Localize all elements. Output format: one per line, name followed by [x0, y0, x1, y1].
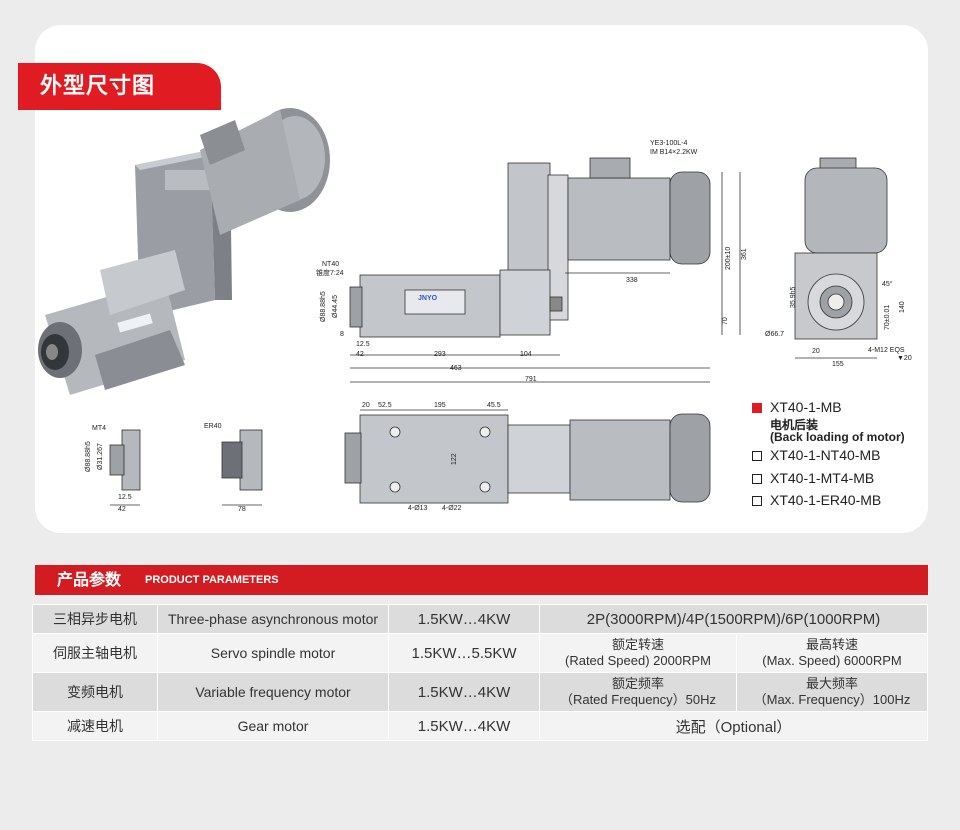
angle-45-label: 45° [882, 280, 893, 288]
mt4-dim-12-5: 12.5 [118, 494, 132, 501]
er40-label: ER40 [204, 423, 222, 430]
motor-type-en: Servo spindle motor [157, 633, 389, 673]
option-note-en: (Back loading of motor) [770, 430, 905, 444]
dim-35-9: 35.9h5 [790, 286, 797, 308]
max-speed-en: (Max. Speed) 6000RPM [762, 653, 902, 668]
mt4-label: MT4 [92, 425, 106, 432]
power-range: 1.5KW…5.5KW [388, 633, 540, 673]
rated-frequency-en: （Rated Frequency）50Hz [559, 692, 717, 707]
mt4-dia-31: Ø31.267 [97, 443, 104, 470]
dim-52-5: 52.5 [378, 402, 392, 409]
dim-20-top: 20 [362, 402, 370, 409]
brand-label: JNYO [418, 295, 438, 302]
checkbox-icon[interactable] [752, 403, 762, 413]
table-row: 减速电机 Gear motor 1.5KW…4KW 选配（Optional） [32, 711, 928, 741]
rated-frequency-cn: 额定频率 [611, 676, 664, 691]
option-xt40-mt4-mb[interactable]: XT40-1-MT4-MB [752, 470, 874, 486]
motor-type-en: Gear motor [157, 711, 389, 741]
motor-type-en: Variable frequency motor [157, 672, 389, 712]
side-view-drawing [349, 157, 741, 383]
dim-12-5: 12.5 [356, 341, 370, 348]
checkbox-icon[interactable] [752, 496, 762, 506]
dim-70: 70 [722, 317, 729, 325]
max-speed-cell: 最高转速 (Max. Speed) 6000RPM [736, 633, 928, 673]
section-title-parameters-cn: 产品参数 [57, 570, 122, 589]
holes-13-label: 4-Ø13 [408, 505, 428, 512]
checkbox-icon[interactable] [752, 451, 762, 461]
dim-104: 104 [520, 351, 532, 358]
dim-463: 463 [450, 365, 462, 372]
top-view-drawing [344, 409, 711, 504]
dim-45-5: 45.5 [487, 402, 501, 409]
option-note-cn: 电机后装 [770, 418, 819, 432]
section-title-dimensions: 外型尺寸图 [18, 63, 221, 110]
max-frequency-en: （Max. Frequency）100Hz [753, 692, 911, 707]
dim-791: 791 [525, 376, 537, 383]
dim-8: 8 [340, 331, 344, 338]
dim-195: 195 [434, 402, 446, 409]
motor-type-en: Three-phase asynchronous motor [157, 604, 389, 634]
section-title-parameters-en: PRODUCT PARAMETERS [145, 574, 279, 586]
dim-122: 122 [451, 453, 458, 465]
dim-293: 293 [434, 351, 446, 358]
section-bar-parameters: 产品参数 PRODUCT PARAMETERS [35, 565, 928, 595]
power-range: 1.5KW…4KW [388, 672, 540, 712]
option-xt40-er40-mb[interactable]: XT40-1-ER40-MB [752, 492, 881, 508]
rated-speed-cn: 额定转速 [611, 637, 664, 652]
taper-label: 锥度7:24 [316, 268, 344, 277]
table-row: 三相异步电机 Three-phase asynchronous motor 1.… [32, 604, 928, 634]
mt4-view-drawing [109, 429, 141, 506]
motor-spec-label: IM B14×2.2KW [650, 149, 698, 156]
nt40-label: NT40 [322, 261, 339, 268]
dim-361: 361 [741, 248, 748, 260]
table-row: 伺服主轴电机 Servo spindle motor 1.5KW…5.5KW 额… [32, 633, 928, 673]
dia-66-label: Ø66.7 [765, 331, 784, 338]
power-range: 1.5KW…4KW [388, 711, 540, 741]
parameters-table: 三相异步电机 Three-phase asynchronous motor 1.… [32, 604, 928, 741]
optional-spec: 选配（Optional） [539, 711, 928, 741]
dim-140: 140 [899, 301, 906, 313]
dia-44-label: Ø44.45 [332, 295, 339, 318]
checkbox-icon[interactable] [752, 474, 762, 484]
depth-label: ▼20 [897, 355, 912, 362]
dim-200: 200±10 [725, 247, 732, 270]
max-speed-cn: 最高转速 [805, 637, 858, 652]
er40-view-drawing [221, 429, 263, 506]
dim-20-tol: 20 [812, 348, 820, 355]
max-frequency-cn: 最大频率 [805, 676, 858, 691]
motor-type-cn: 变频电机 [32, 672, 158, 712]
rated-speed-cell: 额定转速 (Rated Speed) 2000RPM [539, 633, 737, 673]
spindle-3d-render [38, 108, 330, 395]
dim-338: 338 [626, 277, 638, 284]
max-frequency-cell: 最大频率 （Max. Frequency）100Hz [736, 672, 928, 712]
er40-dim-78: 78 [238, 506, 246, 513]
dim-155: 155 [832, 361, 844, 368]
dia-88-label: Ø88.88h5 [320, 291, 327, 322]
holes-22-label: 4-Ø22 [442, 505, 462, 512]
option-xt40-nt40-mb[interactable]: XT40-1-NT40-MB [752, 447, 880, 463]
speed-spec: 2P(3000RPM)/4P(1500RPM)/6P(1000RPM) [539, 604, 928, 634]
end-view-drawing [794, 157, 888, 359]
mt4-dim-42: 42 [118, 506, 126, 513]
mt4-dia-88: Ø88.88h5 [85, 441, 92, 472]
table-row: 变频电机 Variable frequency motor 1.5KW…4KW … [32, 672, 928, 712]
dim-70-tol: 70±0.01 [884, 305, 891, 330]
motor-model-label: YE3-100L-4 [650, 140, 687, 147]
option-xt40-mb[interactable]: XT40-1-MB [752, 399, 842, 415]
dim-42: 42 [356, 351, 364, 358]
power-range: 1.5KW…4KW [388, 604, 540, 634]
rated-frequency-cell: 额定频率 （Rated Frequency）50Hz [539, 672, 737, 712]
rated-speed-en: (Rated Speed) 2000RPM [565, 653, 711, 668]
thread-label: 4-M12 EQS [868, 347, 905, 354]
motor-type-cn: 伺服主轴电机 [32, 633, 158, 673]
motor-type-cn: 减速电机 [32, 711, 158, 741]
motor-type-cn: 三相异步电机 [32, 604, 158, 634]
